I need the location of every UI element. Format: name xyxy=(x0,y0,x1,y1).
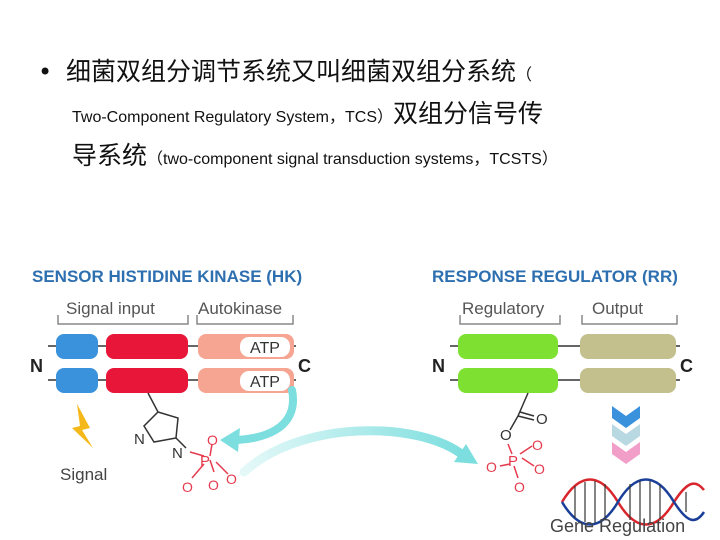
rr-title: RESPONSE REGULATOR (RR) xyxy=(432,267,678,286)
bullet-line-3: 导系统（two-component signal transduction sy… xyxy=(72,136,558,172)
hk-title: SENSOR HISTIDINE KINASE (HK) xyxy=(32,267,302,286)
hk-c-terminus: C xyxy=(298,356,311,376)
signal-lightning-icon xyxy=(72,404,93,448)
hk-signal-bracket xyxy=(57,315,189,325)
rr-o-carbonyl: O xyxy=(536,411,548,428)
rr-regulatory-label: Regulatory xyxy=(462,299,545,318)
rr-green-domain-bottom xyxy=(458,368,558,393)
gene-regulation-label: Gene Regulation xyxy=(550,516,685,536)
line2-paren: ） xyxy=(377,109,394,126)
hk-phosphate-bonds xyxy=(189,443,229,479)
two-component-diagram: SENSOR HISTIDINE KINASE (HK) Signal inpu… xyxy=(30,267,706,536)
dna-helix-icon xyxy=(560,478,706,526)
hk-atp-box-bottom xyxy=(240,371,290,391)
dna-base-pairs xyxy=(574,481,687,523)
rr-phosphate-o-left: O xyxy=(486,459,497,475)
hk-phosphate-p: P xyxy=(200,453,210,470)
rr-phosphate-o-bottom: O xyxy=(514,479,525,495)
rr-o-ester: O xyxy=(500,427,512,444)
hk-n-terminus: N xyxy=(30,356,43,376)
chevron-down-icon-3 xyxy=(612,442,640,464)
rr-c-terminus: C xyxy=(680,356,693,376)
hk-signal-input-label: Signal input xyxy=(66,299,155,318)
rr-khaki-domain-bottom xyxy=(580,368,676,393)
line3-english: （two-component signal transduction syste… xyxy=(147,151,558,168)
rr-phosphate-bonds xyxy=(499,443,535,479)
hk-atp-box-top xyxy=(240,337,290,357)
hk-atp-label-bottom: ATP xyxy=(250,374,280,391)
hk-red-domain-bottom xyxy=(106,368,188,393)
rr-phosphate-o-up: O xyxy=(532,437,543,453)
rr-khaki-domain-top xyxy=(580,334,676,359)
line1-chinese: 细菌双组分调节系统又叫细菌双组分系统 xyxy=(66,57,517,86)
hk-phosphate-o-top: O xyxy=(207,432,218,448)
bullet-marker: • xyxy=(38,58,53,86)
hk-red-domain-top xyxy=(106,334,188,359)
chevron-down-icon-2 xyxy=(612,424,640,446)
rr-output-bracket xyxy=(581,315,678,325)
phosphorylation-arrow-icon xyxy=(228,386,298,444)
hk-blue-domain-bottom xyxy=(56,368,98,393)
hk-phosphate-o-left: O xyxy=(182,479,193,495)
signal-label: Signal xyxy=(60,465,107,484)
line2-english: Two-Component Regulatory System，TCS xyxy=(72,109,378,126)
transfer-arrow-icon xyxy=(239,426,469,477)
imidazole-n-left: N xyxy=(172,445,183,462)
histidine-imidazole-icon xyxy=(143,392,187,449)
hk-autokinase-bracket xyxy=(196,315,294,325)
transfer-arrowhead-icon xyxy=(454,444,478,464)
rr-phosphate-o-right: O xyxy=(534,461,545,477)
line3-chinese: 导系统 xyxy=(72,141,148,170)
hk-atp-label-top: ATP xyxy=(250,340,280,357)
phosphorylation-arrowhead-icon xyxy=(220,428,240,452)
hk-phosphate-o-right: O xyxy=(226,471,237,487)
bullet-line-2: Two-Component Regulatory System，TCS）双组分信… xyxy=(72,94,543,130)
imidazole-n-ring: N xyxy=(134,431,145,448)
hk-autokinase-label: Autokinase xyxy=(198,299,282,318)
rr-aspartate-bonds xyxy=(509,392,535,431)
rr-green-domain-top xyxy=(458,334,558,359)
line1-paren: （ xyxy=(516,67,533,84)
bullet-line-1: • 细菌双组分调节系统又叫细菌双组分系统（ xyxy=(38,52,532,88)
chevron-down-icon-1 xyxy=(612,406,640,428)
rr-regulatory-bracket xyxy=(459,315,561,325)
line2-chinese: 双组分信号传 xyxy=(393,99,544,128)
rr-output-label: Output xyxy=(592,299,643,318)
rr-n-terminus: N xyxy=(432,356,445,376)
hk-blue-domain-top xyxy=(56,334,98,359)
rr-phosphate-p: P xyxy=(508,453,518,470)
hk-phosphate-o-bottom: O xyxy=(208,477,219,493)
